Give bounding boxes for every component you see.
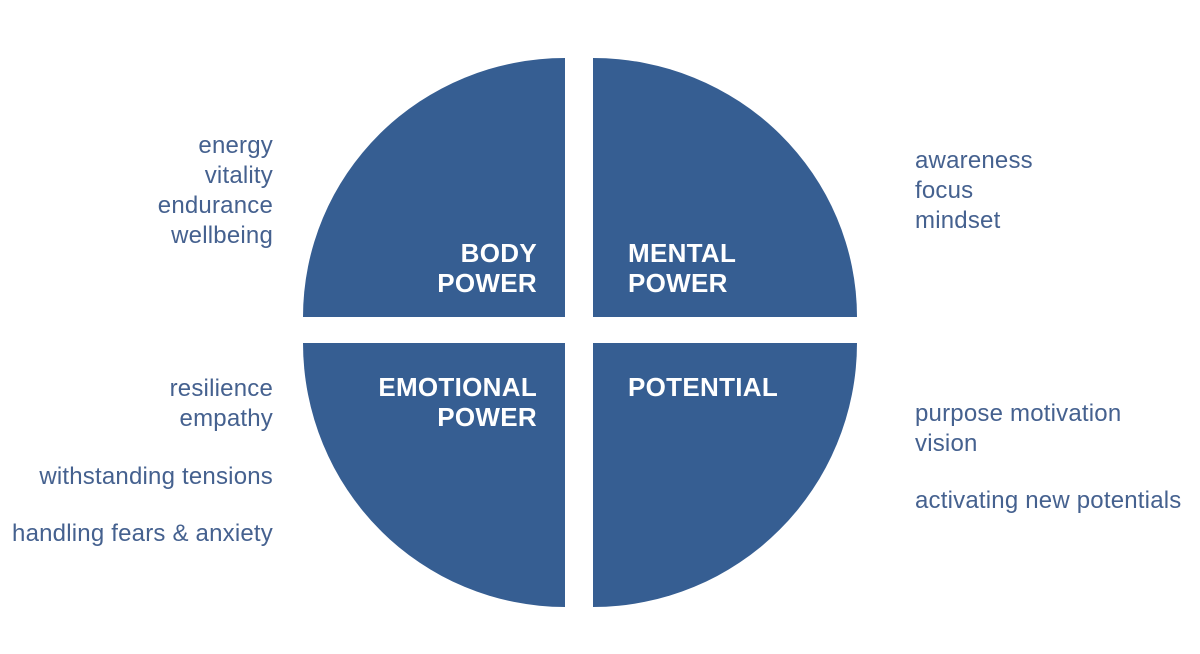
mental-power-label-line: POWER — [628, 268, 728, 298]
keyword: awareness — [915, 147, 1033, 174]
keyword: endurance — [157, 192, 273, 219]
emotional-power-label-line: EMOTIONAL — [378, 372, 537, 402]
body-power-keywords: energy vitality endurance wellbeing — [158, 131, 273, 251]
potential-label: POTENTIAL — [628, 372, 778, 402]
keyword: focus — [915, 177, 974, 204]
body-power-label-line: POWER — [437, 268, 537, 298]
emotional-power-label: EMOTIONAL POWER — [378, 372, 537, 432]
body-power-label: BODY POWER — [437, 238, 537, 298]
mental-power-keywords: awareness focus mindset — [915, 146, 1033, 236]
body-power-label-line: BODY — [460, 238, 537, 268]
keyword: withstanding tensions — [39, 463, 273, 490]
keyword: handling fears & anxiety — [12, 520, 273, 547]
keyword: mindset — [915, 207, 1001, 234]
keyword: empathy — [179, 405, 273, 432]
keyword: vitality — [204, 162, 273, 189]
keyword: vision — [915, 430, 978, 457]
keyword: resilience — [169, 375, 273, 402]
emotional-power-keywords: resilience empathy withstanding tensions… — [12, 374, 273, 549]
mental-power-label-line: MENTAL — [628, 238, 737, 268]
emotional-power-label-line: POWER — [437, 402, 537, 432]
keyword: energy — [198, 132, 273, 159]
keyword: wellbeing — [171, 222, 273, 249]
mental-power-label: MENTAL POWER — [628, 238, 736, 298]
keyword: purpose motivation — [915, 400, 1122, 427]
potential-label-line: POTENTIAL — [628, 372, 779, 402]
keyword: activating new potentials — [915, 487, 1182, 514]
potential-keywords: purpose motivation vision activating new… — [915, 399, 1182, 516]
